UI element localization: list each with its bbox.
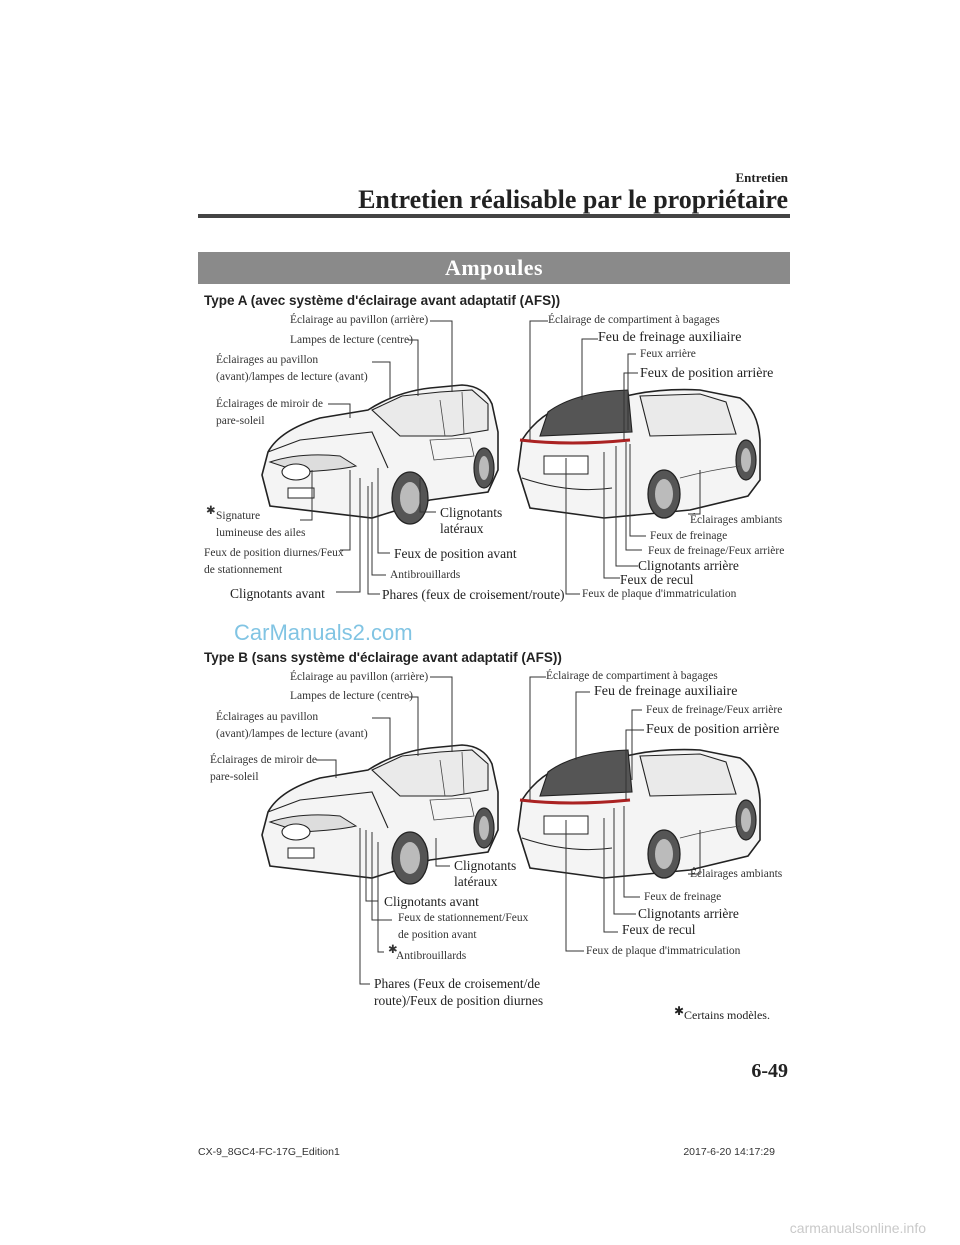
label-cargo-a: Éclairage de compartiment à bagages — [548, 314, 720, 326]
label-front-turn-b: Clignotants avant — [384, 894, 479, 909]
label-roof-front-b-2: (avant)/lampes de lecture (avant) — [216, 728, 368, 740]
label-roof-front-a-2: (avant)/lampes de lecture (avant) — [216, 371, 368, 383]
label-side-turn-a-2: latéraux — [440, 521, 484, 536]
footer-timestamp: 2017-6-20 14:17:29 — [683, 1146, 775, 1158]
carmanuals-watermark: CarManuals2.com — [234, 620, 413, 645]
label-high-mount-b: Feu de freinage auxiliaire — [594, 684, 738, 699]
type-b-heading: Type B (sans système d'éclairage avant a… — [204, 650, 562, 665]
page-title: Entretien réalisable par le propriétaire — [358, 185, 788, 214]
rear-car-type-b — [516, 748, 762, 880]
asterisk-signature-icon: ✱ — [206, 505, 216, 517]
label-vanity-b-2: pare-soleil — [210, 771, 259, 783]
label-drl-a-2: de stationnement — [204, 564, 283, 576]
label-side-turn-b-1: Clignotants — [454, 858, 517, 873]
label-reverse-a: Feux de recul — [620, 572, 694, 587]
label-tail-a: Feux arrière — [640, 348, 696, 360]
page-number: 6-49 — [751, 1060, 788, 1082]
banner-title: Ampoules — [444, 255, 544, 280]
label-high-mount-a: Feu de freinage auxiliaire — [598, 330, 742, 345]
label-brake-tail-a: Feux de freinage/Feux arrière — [648, 545, 785, 557]
footer-edition: CX-9_8GC4-FC-17G_Edition1 — [198, 1146, 340, 1158]
rear-car-type-a — [516, 388, 762, 520]
label-fog-b: Antibrouillards — [396, 950, 467, 962]
label-reading-center-a: Lampes de lecture (centre) — [290, 334, 413, 346]
leader-lines-type-a — [300, 320, 701, 595]
label-rear-position-a: Feux de position arrière — [640, 366, 774, 381]
label-vanity-b-1: Éclairages de miroir de — [210, 754, 317, 766]
header-rule — [198, 214, 790, 218]
label-plate-b: Feux de plaque d'immatriculation — [586, 945, 741, 957]
label-roof-rear-b: Éclairage au pavillon (arrière) — [290, 671, 429, 683]
asterisk-fog-icon: ✱ — [388, 944, 398, 956]
ampoules-banner: Ampoules — [198, 252, 790, 284]
leader-lines-type-b — [316, 676, 701, 985]
label-fog-a: Antibrouillards — [390, 569, 461, 581]
label-rear-turn-a: Clignotants arrière — [638, 558, 739, 573]
label-parking-b-2: de position avant — [398, 929, 477, 941]
label-roof-front-b-1: Éclairages au pavillon — [216, 711, 319, 723]
label-cargo-b: Éclairage de compartiment à bagages — [546, 670, 718, 682]
label-rear-position-b: Feux de position arrière — [646, 722, 780, 737]
type-a-heading: Type A (avec système d'éclairage avant a… — [204, 293, 561, 308]
label-roof-front-a-1: Éclairages au pavillon — [216, 354, 319, 366]
label-ambient-b: Éclairages ambiants — [690, 868, 783, 880]
label-headlights-a: Phares (feux de croisement/route) — [382, 587, 565, 602]
label-parking-b-1: Feux de stationnement/Feux — [398, 912, 529, 924]
label-side-turn-b-2: latéraux — [454, 874, 498, 889]
asterisk-note-icon: ✱ — [674, 1004, 685, 1018]
label-reading-center-b: Lampes de lecture (centre) — [290, 690, 413, 702]
label-headlights-b-2: route)/Feux de position diurnes — [374, 993, 544, 1008]
label-rear-turn-b: Clignotants arrière — [638, 906, 739, 921]
label-front-position-a: Feux de position avant — [394, 546, 517, 561]
label-plate-a: Feux de plaque d'immatriculation — [582, 588, 737, 600]
certain-models-note: Certains modèles. — [684, 1008, 770, 1022]
label-ambient-a: Éclairages ambiants — [690, 514, 783, 526]
label-side-turn-a-1: Clignotants — [440, 505, 503, 520]
label-headlights-b-1: Phares (Feux de croisement/de — [374, 976, 541, 991]
label-drl-a-1: Feux de position diurnes/Feux — [204, 547, 344, 559]
label-signature-a-1: Signature — [216, 510, 261, 522]
label-vanity-a-1: Éclairages de miroir de — [216, 398, 323, 410]
label-brake-a: Feux de freinage — [650, 530, 728, 542]
label-brake-tail-b: Feux de freinage/Feux arrière — [646, 704, 783, 716]
label-front-turn-a: Clignotants avant — [230, 586, 325, 601]
label-signature-a-2: lumineuse des ailes — [216, 527, 306, 539]
section-label: Entretien — [735, 170, 788, 185]
bottom-watermark: carmanualsonline.info — [789, 1220, 926, 1236]
label-brake-b: Feux de freinage — [644, 891, 722, 903]
label-roof-rear-a: Éclairage au pavillon (arrière) — [290, 314, 429, 326]
label-vanity-a-2: pare-soleil — [216, 415, 265, 427]
label-reverse-b: Feux de recul — [622, 922, 696, 937]
